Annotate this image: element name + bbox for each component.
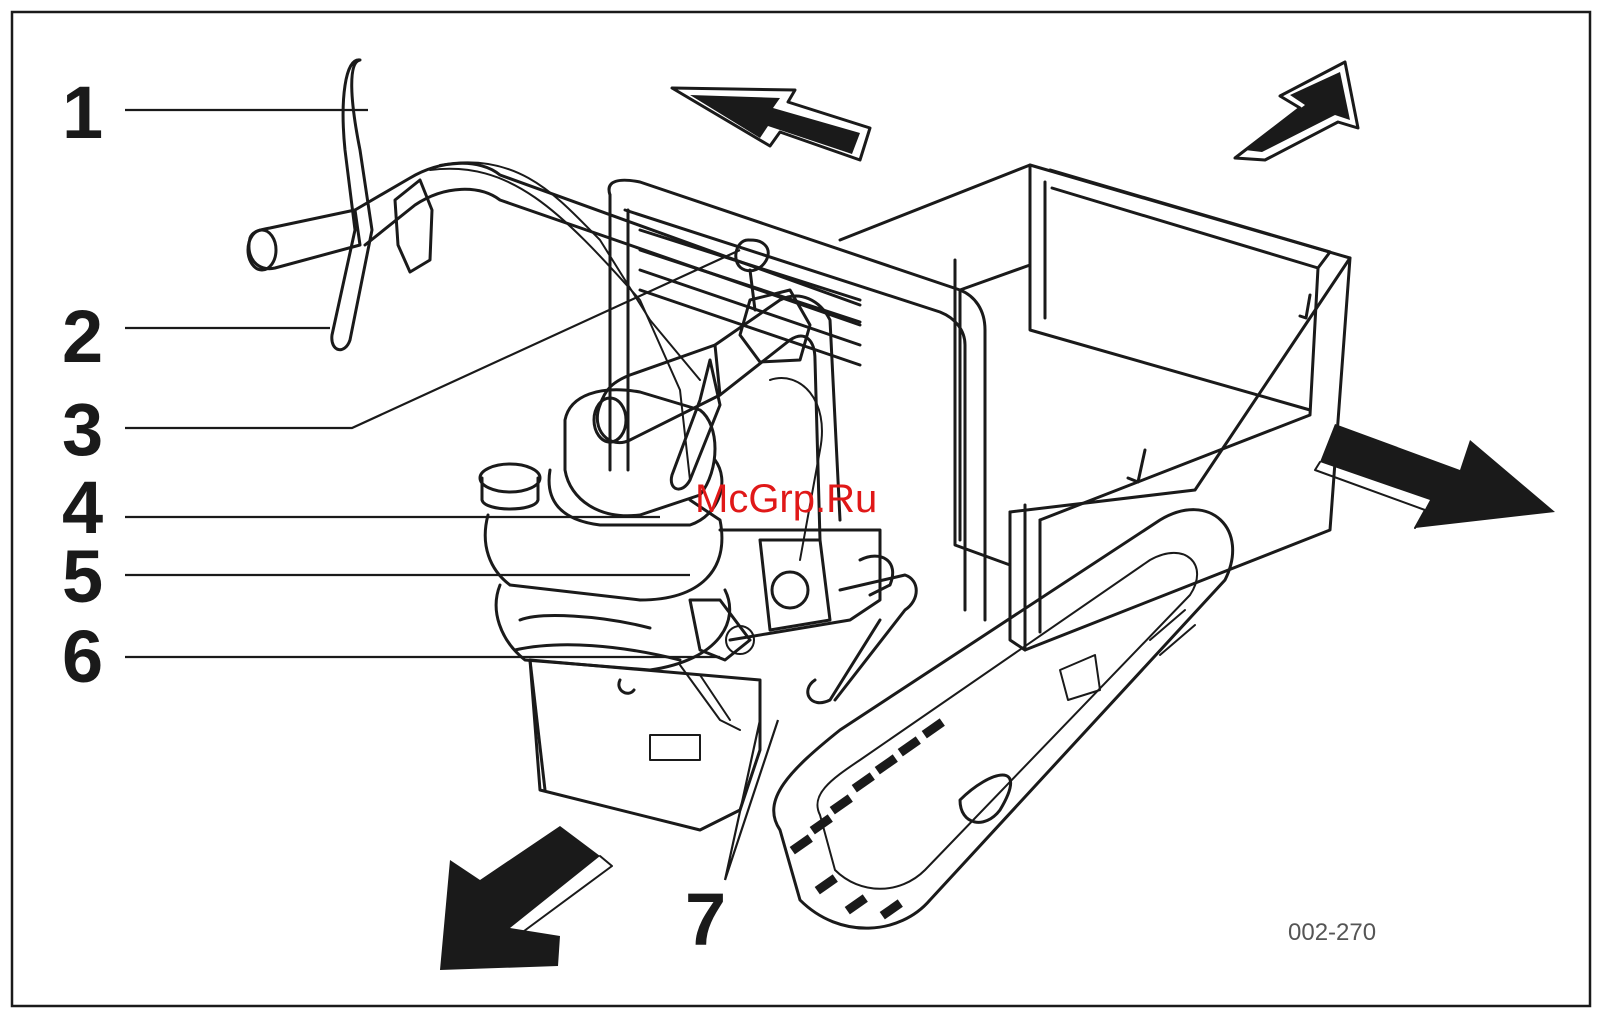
arrow-back-left xyxy=(672,88,870,160)
callout-3: 3 xyxy=(62,388,103,471)
arrow-front-left xyxy=(440,826,612,970)
callout-leaders xyxy=(125,110,778,880)
watermark-text: McGrp.Ru xyxy=(695,477,877,521)
leader-3 xyxy=(125,250,740,428)
crawler-track xyxy=(774,510,1233,928)
figure-code: 002-270 xyxy=(1288,919,1376,946)
callout-5: 5 xyxy=(62,535,103,618)
arrow-front-right xyxy=(1315,424,1555,528)
cargo-box xyxy=(840,165,1350,650)
callout-2: 2 xyxy=(62,295,103,378)
leader-7 xyxy=(725,720,778,880)
callout-7: 7 xyxy=(685,878,726,961)
callout-6: 6 xyxy=(62,615,103,698)
arrow-back-right xyxy=(1235,62,1358,160)
callout-1: 1 xyxy=(62,71,103,154)
